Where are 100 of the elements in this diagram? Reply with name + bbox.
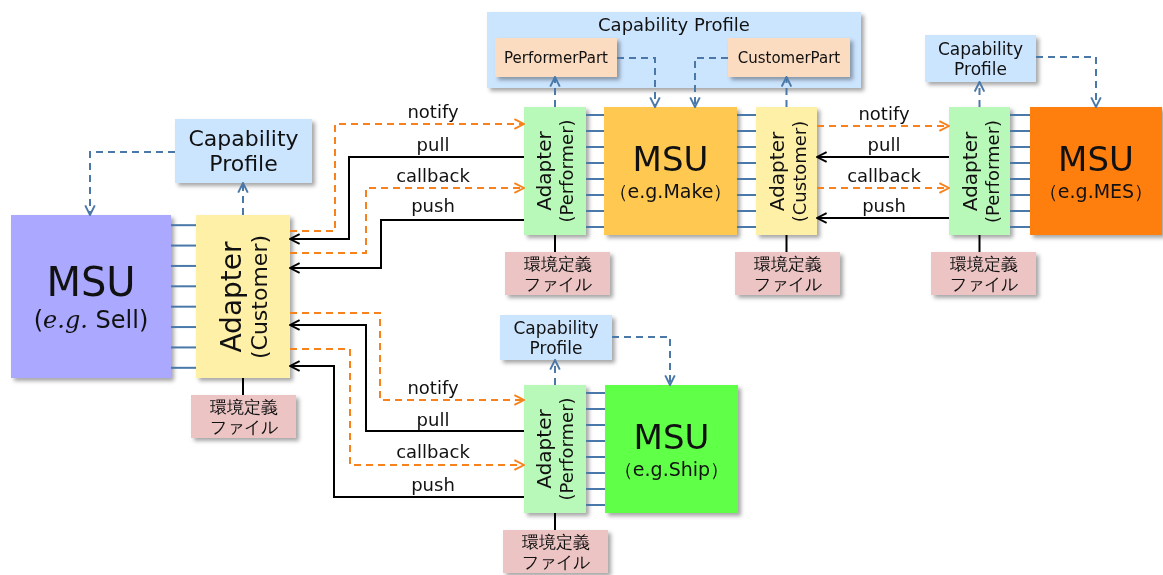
connector-line bbox=[585, 392, 606, 394]
connector-line bbox=[585, 210, 605, 212]
file-box bbox=[931, 252, 1036, 295]
edge-label: push bbox=[860, 196, 908, 216]
connector-line bbox=[1009, 178, 1031, 180]
box-text: 環境定義ファイル bbox=[520, 531, 591, 572]
edge-label: push bbox=[409, 475, 457, 495]
edge-label: push bbox=[409, 196, 457, 216]
connector-line bbox=[585, 130, 605, 132]
connector-line bbox=[170, 264, 197, 267]
connector-line bbox=[170, 285, 197, 288]
connector-line bbox=[585, 226, 605, 228]
box-subtitle: (e.g. Sell) bbox=[33, 304, 149, 335]
connector-line bbox=[170, 326, 197, 329]
arrow bbox=[689, 57, 729, 108]
arrow bbox=[237, 182, 249, 216]
connector-line bbox=[585, 488, 606, 490]
profile-panel bbox=[487, 12, 861, 88]
connector-line bbox=[170, 224, 197, 227]
box-text: CustomerPart bbox=[737, 48, 841, 67]
box-title: Adapter bbox=[533, 409, 556, 489]
connector-line bbox=[736, 178, 757, 180]
arrow bbox=[816, 151, 950, 163]
arrow bbox=[611, 336, 676, 386]
arrow bbox=[549, 359, 561, 386]
part-box bbox=[728, 38, 850, 77]
connector-line bbox=[736, 130, 757, 132]
connector-line bbox=[736, 162, 757, 164]
profile-box bbox=[175, 119, 312, 183]
arrow bbox=[780, 76, 793, 108]
connector-line bbox=[170, 366, 197, 369]
connector-line bbox=[585, 178, 605, 180]
connector-line bbox=[170, 305, 197, 308]
box-subtitle: (Performer) bbox=[556, 397, 577, 501]
box-subtitle: (Customer) bbox=[246, 234, 271, 359]
connector-line bbox=[585, 162, 605, 164]
box-subtitle: （e.g.Ship） bbox=[613, 456, 730, 482]
box-text: Capability Profile bbox=[512, 317, 600, 358]
connector-line bbox=[585, 472, 606, 474]
box-title: Adapter bbox=[533, 131, 556, 211]
box-subtitle: (Performer) bbox=[556, 119, 577, 223]
box-title: Adapter bbox=[215, 240, 246, 353]
arrow bbox=[289, 156, 525, 245]
arrow bbox=[289, 319, 525, 432]
connector-line bbox=[585, 504, 606, 506]
connector-line bbox=[585, 424, 606, 426]
part-box bbox=[495, 38, 617, 77]
panel-heading: Capability Profile bbox=[597, 14, 751, 36]
box-subtitle: （e.g.Make） bbox=[608, 178, 733, 204]
box-text: 環境定義ファイル bbox=[208, 396, 279, 437]
connector-line bbox=[1009, 130, 1031, 132]
connector-line bbox=[736, 226, 757, 228]
arrow bbox=[289, 182, 525, 254]
file-box bbox=[191, 395, 296, 438]
connector-line bbox=[585, 408, 606, 410]
connector-line bbox=[1009, 226, 1031, 228]
connector-line bbox=[242, 377, 244, 396]
profile-box bbox=[500, 315, 612, 360]
connector-line bbox=[554, 512, 556, 531]
box-subtitle: (Performer) bbox=[980, 119, 1002, 223]
connector-line bbox=[1009, 162, 1031, 164]
box-subtitle: (Customer) bbox=[787, 120, 809, 222]
box-title: MSU bbox=[1058, 138, 1134, 179]
file-box bbox=[505, 252, 610, 295]
connector-line bbox=[736, 146, 757, 148]
arrow bbox=[289, 360, 525, 498]
arrow bbox=[816, 182, 950, 194]
arrow bbox=[816, 120, 950, 132]
arrow bbox=[549, 76, 561, 108]
arrow bbox=[289, 118, 525, 232]
box-text: Capability Profile bbox=[187, 126, 300, 176]
box-subtitle: （e.g.MES） bbox=[1038, 178, 1154, 204]
box-text: 環境定義ファイル bbox=[752, 253, 823, 294]
arrow bbox=[816, 212, 950, 224]
connector-line bbox=[170, 346, 197, 349]
connector-line bbox=[585, 456, 606, 458]
connector-line bbox=[1009, 114, 1031, 116]
connector-line bbox=[978, 234, 981, 253]
arrow bbox=[973, 81, 986, 108]
box-text: 環境定義ファイル bbox=[948, 253, 1019, 294]
arrow bbox=[289, 348, 525, 471]
connector-line bbox=[585, 146, 605, 148]
box-title: Adapter bbox=[957, 131, 981, 211]
box-title: MSU bbox=[632, 138, 709, 179]
msu-box bbox=[11, 215, 171, 378]
box-title: Adapter bbox=[764, 131, 788, 211]
connector-line bbox=[736, 114, 757, 116]
msu-box bbox=[1030, 107, 1162, 235]
file-box bbox=[735, 252, 840, 295]
box-text: PerformerPart bbox=[504, 48, 608, 67]
box-text: Capability Profile bbox=[936, 38, 1025, 79]
arrow bbox=[289, 219, 525, 274]
adapter-box bbox=[524, 107, 586, 235]
file-box bbox=[503, 530, 608, 573]
adapter-box bbox=[196, 215, 290, 378]
arrow bbox=[616, 57, 661, 108]
profile-box bbox=[925, 35, 1036, 82]
box-title: MSU bbox=[633, 416, 710, 457]
adapter-box bbox=[524, 385, 586, 513]
connector-line bbox=[736, 194, 757, 196]
